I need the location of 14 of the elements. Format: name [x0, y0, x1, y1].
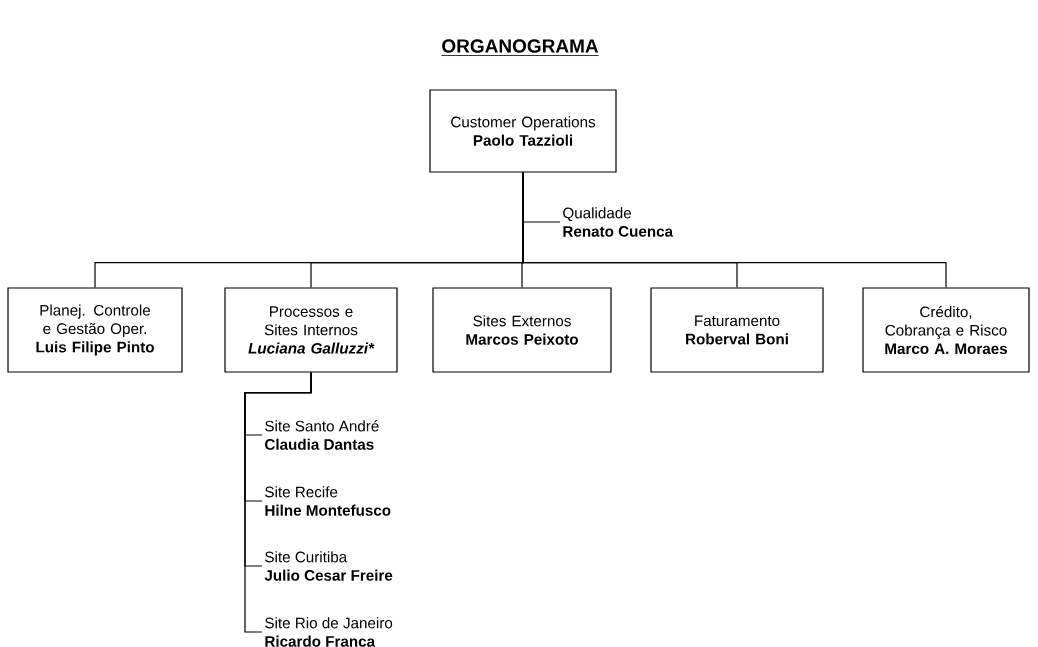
connector-line	[244, 372, 312, 633]
name-label: Site Curitiba Julio Cesar Freire	[264, 551, 393, 581]
name-label: Site Rio de Janeiro Ricardo Franca	[265, 617, 393, 647]
org-box: Sites Externos Marcos Peixoto	[432, 287, 612, 373]
title: ORGANOGRAMA	[440, 39, 600, 56]
name-label: Qualidade Renato Cuenca	[563, 207, 674, 237]
org-box: Faturamento Roberval Boni	[650, 287, 824, 373]
org-box: Customer Operations Paolo Tazzioli	[429, 89, 617, 173]
org-box: Planej. Controle e Gestão Oper. Luis Filipe Pinto	[7, 287, 183, 373]
name-label: Site Recife Hilne Montefusco	[265, 486, 391, 516]
org-box: Processos e Sites Internos Luciana Galluzzi*	[224, 287, 398, 373]
name-label: Site Santo André Claudia Dantas	[265, 420, 379, 450]
connector-line	[522, 172, 947, 288]
org-box: Crédito, Cobrança e Risco Marco A. Moraes	[862, 287, 1030, 373]
